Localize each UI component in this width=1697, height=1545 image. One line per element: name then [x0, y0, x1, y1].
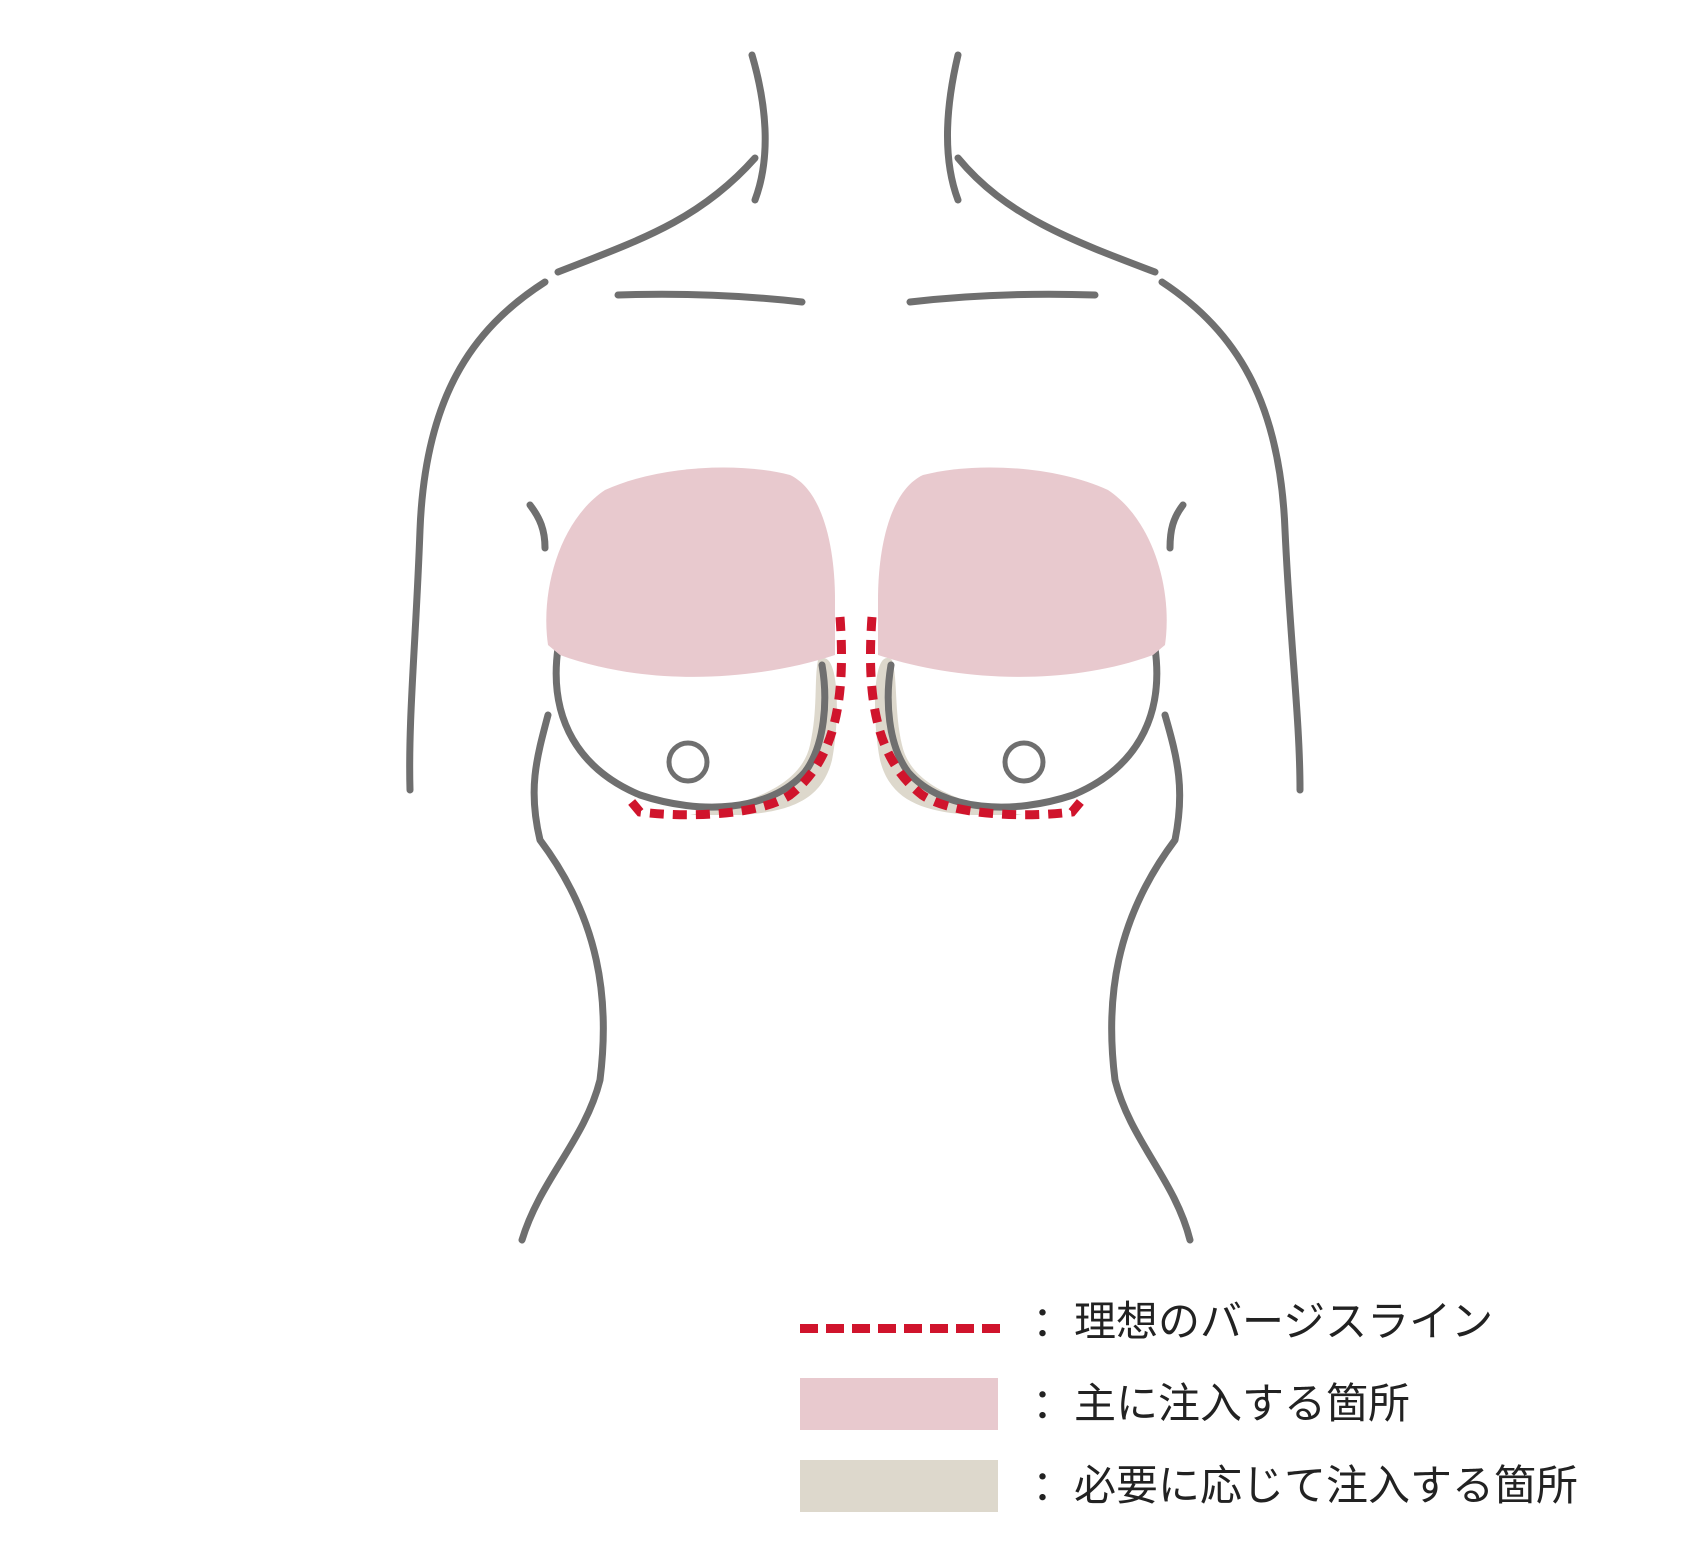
legend-swatch-main-area: [800, 1378, 998, 1430]
legend-label: ：主に注入する箇所: [1032, 1379, 1411, 1428]
torso-left-side: [518, 711, 607, 1244]
legend-label: ：必要に応じて注入する箇所: [1032, 1461, 1579, 1510]
breast-left-outline: [552, 644, 829, 811]
neck-left-line: [748, 51, 769, 204]
armpit-left-tick: [526, 501, 549, 552]
breast-right-outline: [884, 644, 1161, 811]
main-injection-area-left: [546, 467, 835, 677]
optional-injection-area-right: [875, 658, 1022, 815]
neck-right-line: [944, 51, 962, 204]
nipple-left: [666, 740, 710, 784]
torso-right-side: [1108, 711, 1194, 1244]
ideal-line-left: [626, 616, 846, 820]
legend-row-optional-area: ：必要に応じて注入する箇所: [800, 1454, 1680, 1536]
legend-swatch-optional-area: [800, 1460, 998, 1512]
nipple-right: [1002, 740, 1046, 784]
legend-label: ：理想のバージスライン: [1032, 1297, 1494, 1346]
ideal-line-right: [866, 616, 1086, 820]
main-injection-area-right: [878, 467, 1167, 677]
collarbone-left-line: [614, 290, 806, 306]
legend-row-ideal-line: ：理想のバージスライン: [800, 1290, 1680, 1372]
shoulder-left-line: [554, 154, 759, 276]
arm-left-outline: [406, 278, 549, 794]
optional-injection-area-left: [690, 658, 837, 815]
shoulder-right-line: [954, 154, 1159, 276]
armpit-right-tick: [1166, 501, 1187, 552]
legend-swatch-dotted-line: [800, 1324, 1000, 1333]
collarbone-right-line: [906, 290, 1099, 306]
arm-right-outline: [1158, 278, 1304, 794]
legend-row-main-area: ：主に注入する箇所: [800, 1372, 1680, 1454]
legend: ：理想のバージスライン ：主に注入する箇所 ：必要に応じて注入する箇所: [800, 1290, 1680, 1536]
